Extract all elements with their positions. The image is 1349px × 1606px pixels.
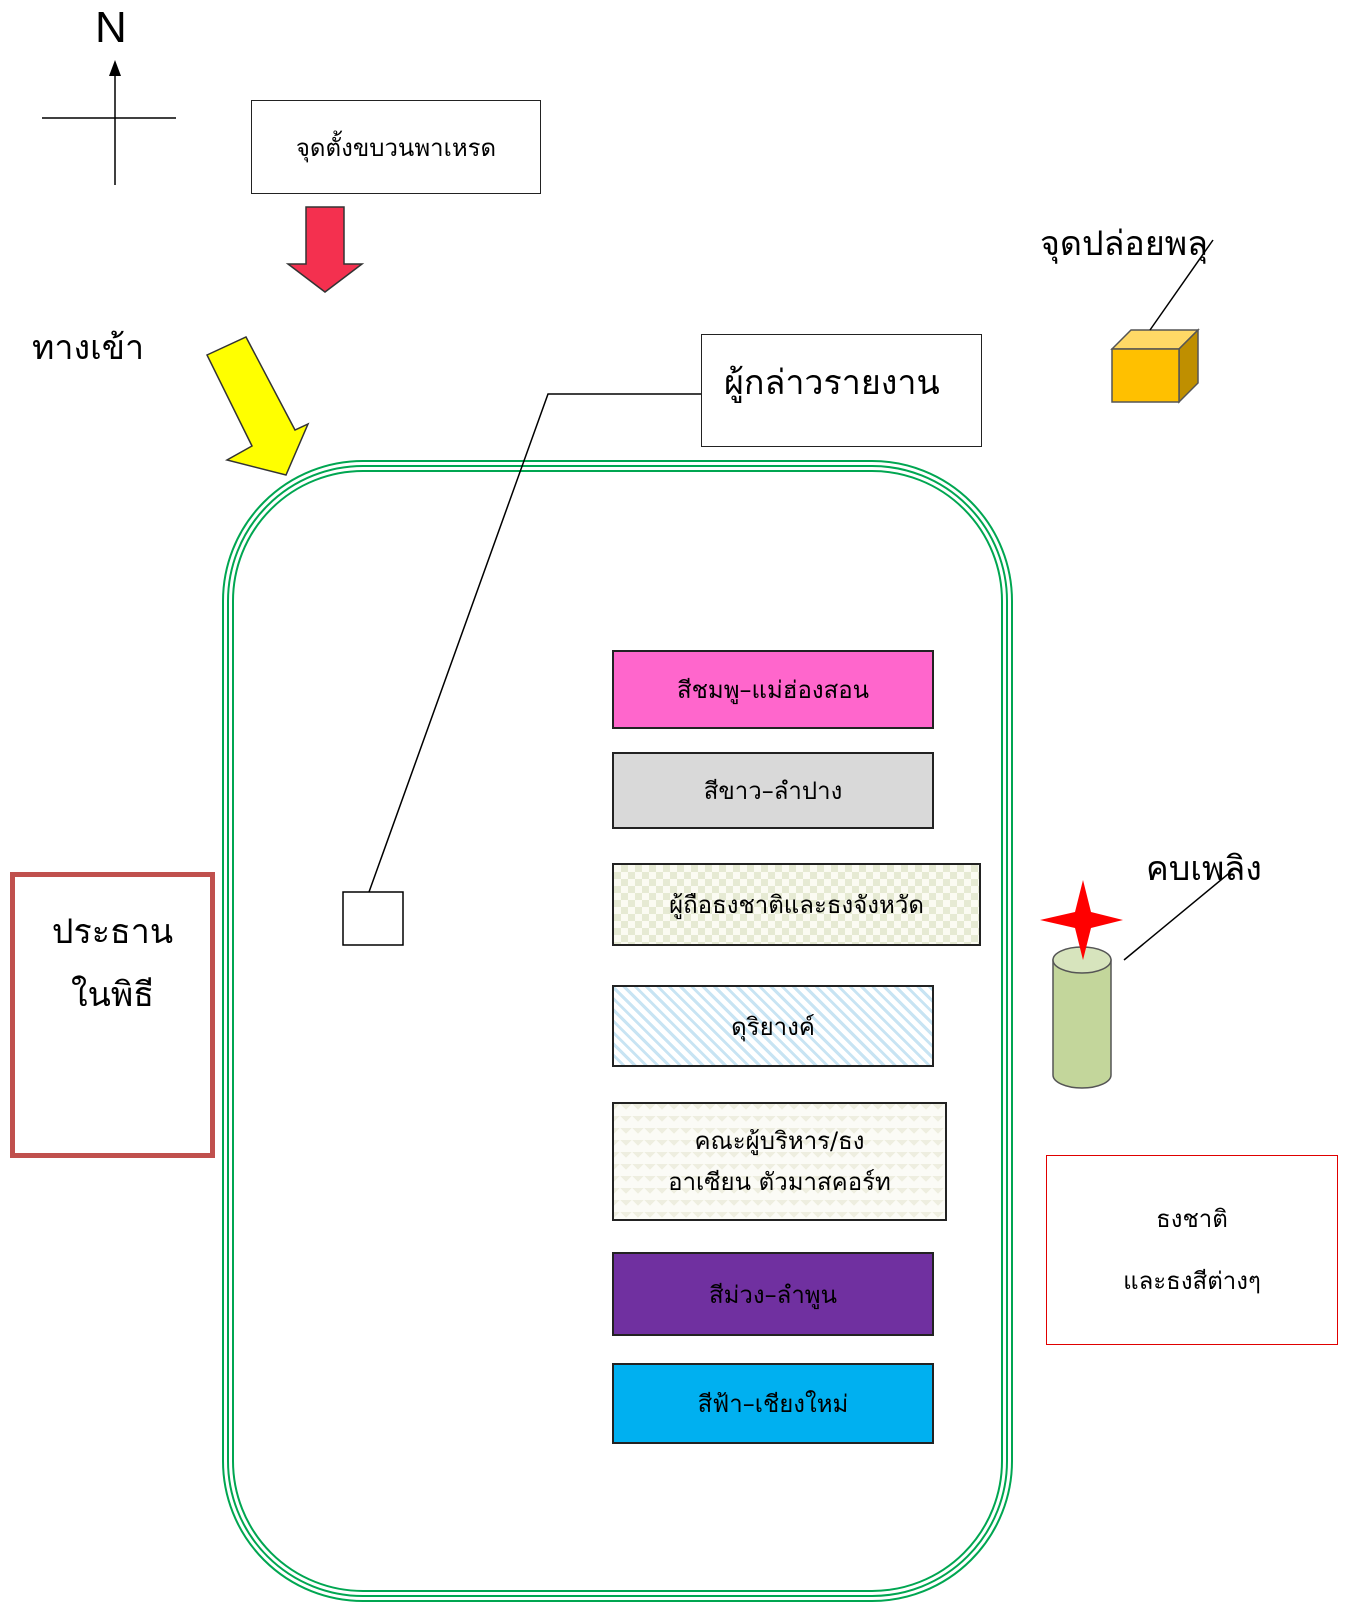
- group-white-label: สีขาว–ลำปาง: [703, 777, 843, 805]
- group-band: ดุริยางค์: [612, 985, 934, 1067]
- group-executives-line1: คณะผู้บริหาร/ธง: [694, 1126, 865, 1155]
- group-sky-blue-label: สีฟ้า–เชียงใหม่: [697, 1390, 849, 1418]
- parade-start-label: จุดตั้งขบวนพาเหรด: [295, 133, 497, 162]
- group-pink-label: สีชมพู–แม่ฮ่องสอน: [676, 676, 870, 704]
- group-flag-bearers-label: ผู้ถือธงชาติและธงจังหวัด: [669, 891, 924, 919]
- group-white: สีขาว–ลำปาง: [612, 752, 934, 829]
- flags-line2: และธงสีต่างๆ: [1123, 1267, 1261, 1295]
- group-sky-blue: สีฟ้า–เชียงใหม่: [612, 1363, 934, 1444]
- group-executives: คณะผู้บริหาร/ธง อาเซียน ตัวมาสคอร์ท: [612, 1102, 947, 1221]
- group-pink: สีชมพู–แม่ฮ่องสอน: [612, 650, 934, 729]
- chairman-line1: ประธาน: [51, 912, 174, 952]
- parade-start-box: จุดตั้งขบวนพาเหรด: [251, 100, 541, 194]
- balloon-callout-line: [1149, 239, 1214, 331]
- north-label: N: [95, 3, 127, 52]
- balloon-release-label: จุดปล่อยพลุ: [1040, 224, 1209, 264]
- parade-down-arrow-icon: [285, 206, 365, 293]
- group-flag-bearers: ผู้ถือธงชาติและธงจังหวัด: [612, 863, 981, 946]
- entrance-label: ทางเข้า: [32, 328, 145, 368]
- reporter-callout-line: [368, 393, 701, 893]
- torch-label: คบเพลิง: [1146, 849, 1262, 889]
- firework-box-icon: [1110, 328, 1200, 404]
- torch-icon: [1052, 946, 1112, 1089]
- group-executives-line2: อาเซียน ตัวมาสคอร์ท: [668, 1167, 891, 1196]
- parade-track: [222, 460, 1013, 1602]
- reporter-box: ผู้กล่าวรายงาน: [701, 334, 982, 447]
- group-band-label: ดุริยางค์: [731, 1012, 815, 1041]
- reporter-label: ผู้กล่าวรายงาน: [724, 363, 940, 403]
- flame-star-icon: [1040, 880, 1123, 960]
- chairman-box: ประธาน ในพิธี: [10, 872, 215, 1158]
- group-purple-label: สีม่วง–ลำพูน: [708, 1280, 838, 1309]
- reporter-podium: [342, 891, 404, 946]
- compass-icon: [42, 60, 176, 185]
- torch-callout-line: [1123, 869, 1234, 961]
- entrance-arrow-icon: [205, 336, 310, 476]
- chairman-line2: ในพิธี: [70, 974, 154, 1015]
- flags-line1: ธงชาติ: [1156, 1204, 1228, 1233]
- flags-box: ธงชาติ และธงสีต่างๆ: [1046, 1155, 1338, 1345]
- group-purple: สีม่วง–ลำพูน: [612, 1252, 934, 1336]
